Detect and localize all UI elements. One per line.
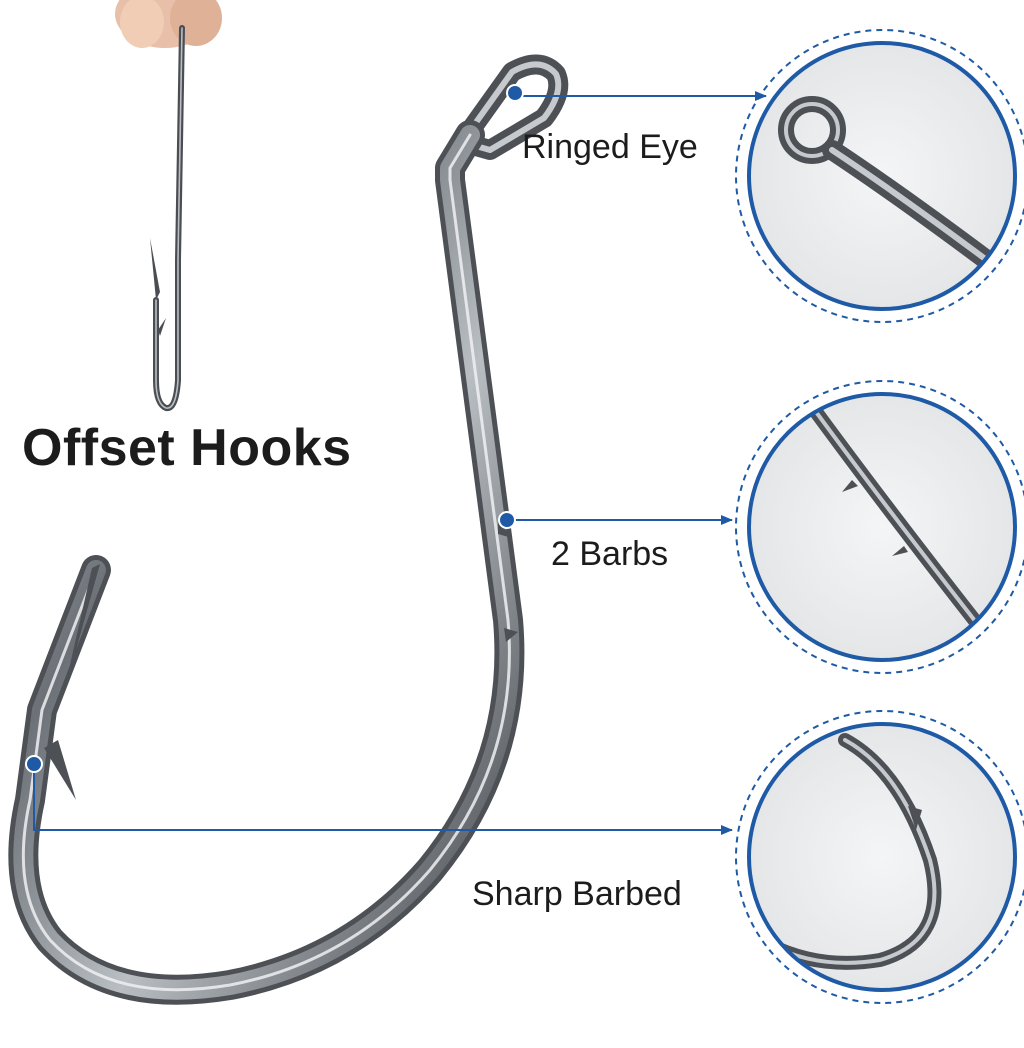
callout-label-barbs: 2 Barbs xyxy=(551,535,669,573)
callout-label-sharp-barbed: Sharp Barbed xyxy=(472,875,682,913)
callout-dot-eye xyxy=(506,84,524,102)
zoom-circle-barbs xyxy=(735,380,1024,674)
zoom-circle-eye xyxy=(735,29,1024,323)
callout-dot-barbs xyxy=(498,511,516,529)
main-hook-image xyxy=(8,54,569,1005)
small-hook-image xyxy=(115,0,222,412)
callout-dot-sharp xyxy=(25,755,43,773)
callout-connector-sharp xyxy=(33,764,733,835)
product-title: Offset Hooks xyxy=(22,419,352,477)
callout-label-ringed-eye: Ringed Eye xyxy=(522,128,698,166)
zoom-circle-sharp xyxy=(735,710,1024,1004)
